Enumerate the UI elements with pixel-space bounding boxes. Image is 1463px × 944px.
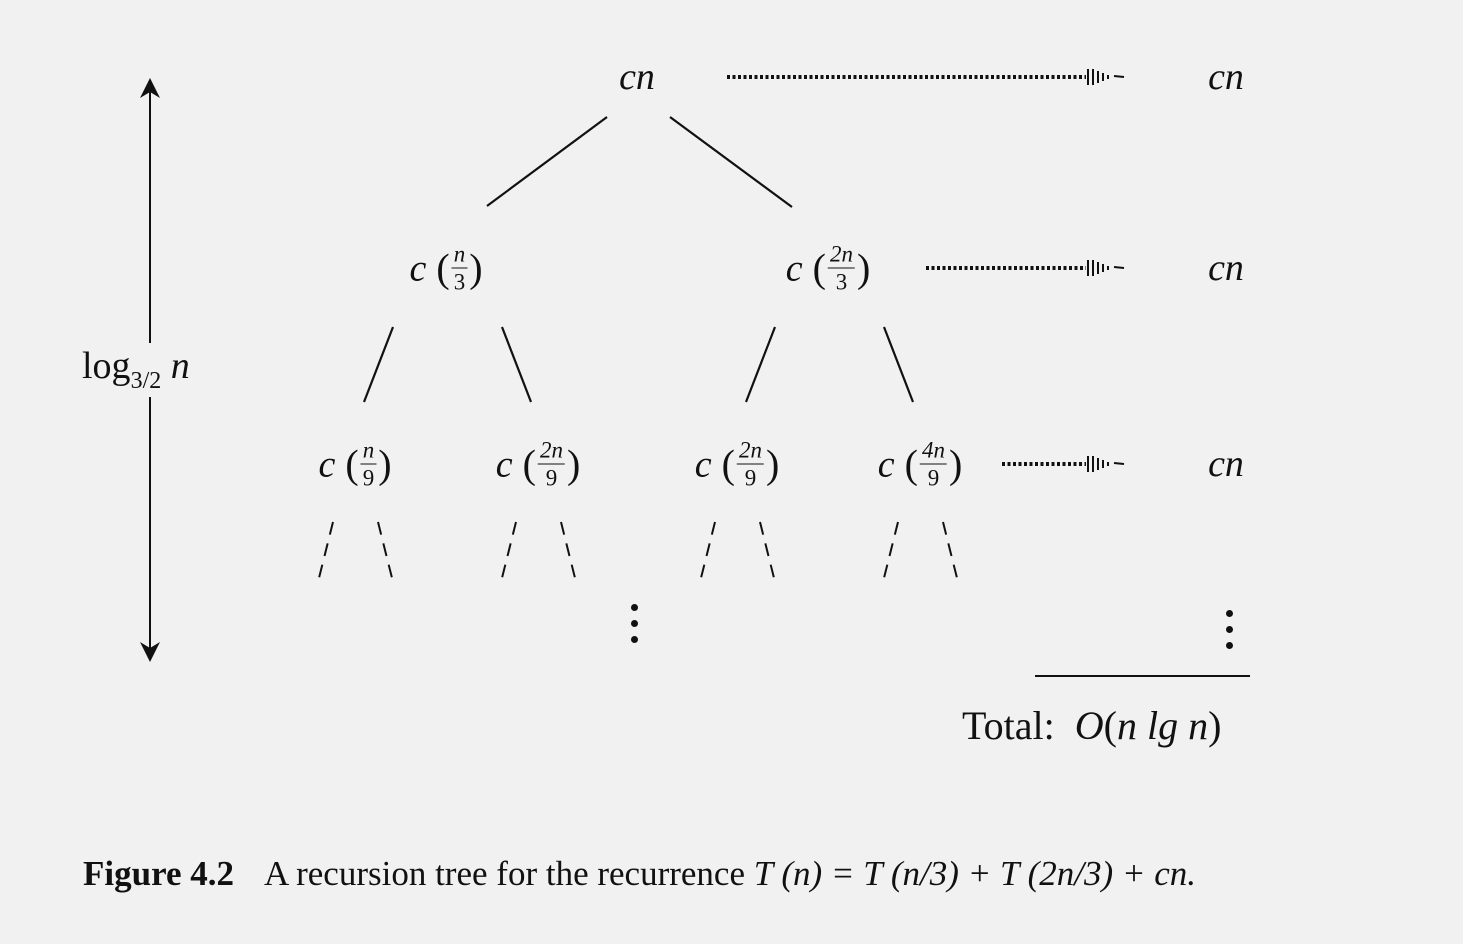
dashed-edge [942,521,959,583]
dashed-edge [317,521,334,583]
row-sum-2: cn [1208,443,1244,485]
arrowhead-row2 [1087,456,1125,472]
arrowhead-row1 [1087,260,1125,276]
node-coeff: c [694,443,712,485]
node-coeff: c [409,247,427,289]
dashed-edge [759,521,776,583]
total-big-o: O [1074,703,1104,748]
total-prefix: Total: [962,703,1055,748]
row-sum-1: cn [1208,247,1244,289]
edge-l1a-left [362,326,395,403]
dashed-edge [500,521,517,583]
arrowhead-row0 [1087,69,1125,85]
dashed-edge [699,521,716,583]
vertical-ellipsis-tree [630,604,638,643]
tree-node-root: cn [619,55,655,99]
dashed-edge [560,521,577,583]
height-label-base: log [82,345,131,387]
total-label: Total: O(n lg n) [962,703,1222,748]
vertical-ellipsis-sums [1225,610,1233,649]
total-expr: n lg n [1116,703,1209,748]
edge-l1b-right [882,326,915,403]
figure-caption: Figure 4.2 A recursion tree for the recur… [83,856,1196,891]
height-label: log3/2 n [82,343,190,397]
height-label-var: n [170,345,190,387]
row-sum-0: cn [1208,56,1244,98]
caption-text: A recursion tree for the recurrence [264,854,745,893]
edge-root-right [669,116,793,208]
root-label: cn [619,56,655,98]
node-coeff: c [877,443,895,485]
caption-figure-number: Figure 4.2 [83,854,235,893]
edge-root-left [486,116,608,207]
node-coeff: c [785,247,803,289]
dashed-edge [377,521,394,583]
edge-l1b-left [744,326,777,403]
caption-equation: T (n) = T (n/3) + T (2n/3) + cn. [753,854,1197,893]
dashed-edge [882,521,899,583]
node-coeff: c [495,443,513,485]
edge-l1a-right [500,326,533,403]
node-coeff: c [318,443,336,485]
height-label-subscript: 3/2 [130,368,162,394]
